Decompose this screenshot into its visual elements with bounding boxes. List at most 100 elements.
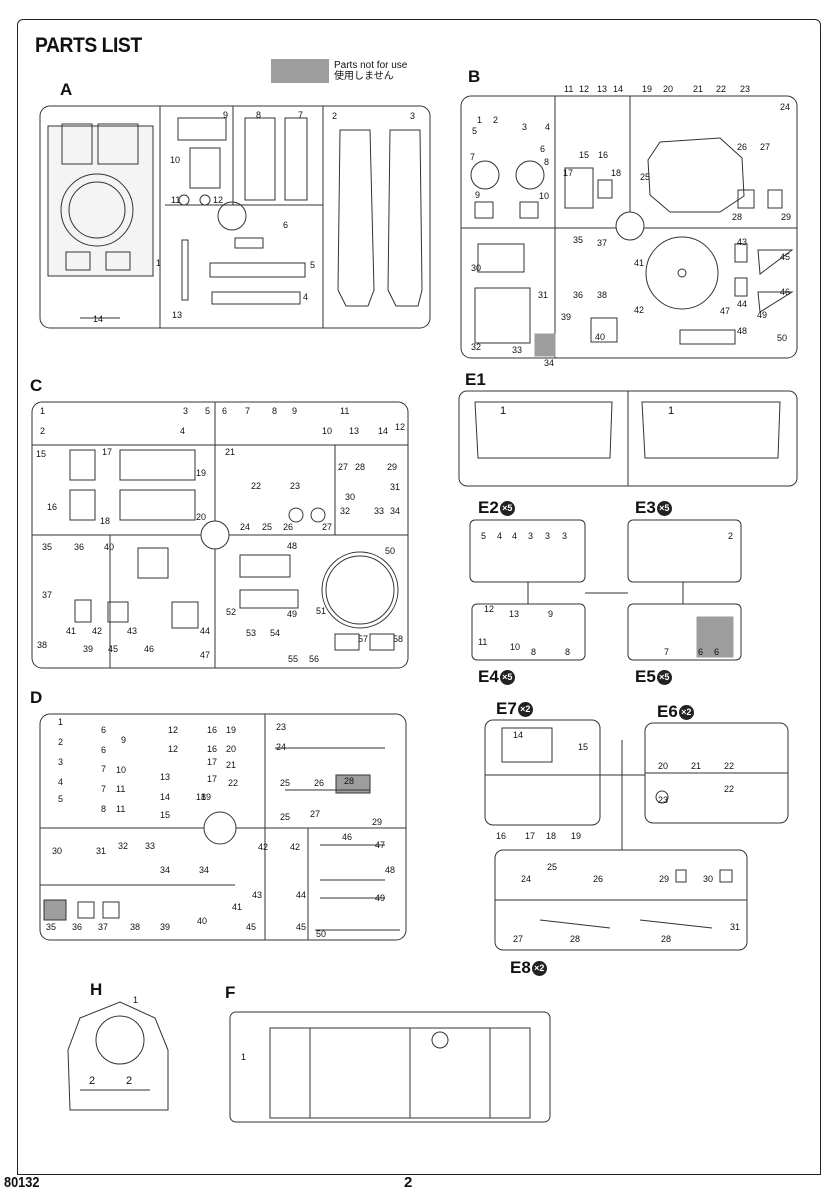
part-num: 1 <box>58 717 63 727</box>
sprue-label-b: B <box>468 67 481 86</box>
sprue-c-frame <box>31 401 409 669</box>
part-num: 45 <box>108 644 118 654</box>
part-num: 47 <box>200 650 210 660</box>
part-num: 46 <box>342 832 352 842</box>
part-num: 9 <box>292 406 297 416</box>
part-num: 32 <box>118 841 128 851</box>
part-num: 48 <box>737 326 747 336</box>
part-num: 14 <box>93 314 103 324</box>
part-num: 16 <box>207 744 217 754</box>
part-num: 23 <box>290 481 300 491</box>
part-num: 8 <box>101 804 106 814</box>
part-num: 27 <box>760 142 770 152</box>
part-num: 30 <box>52 846 62 856</box>
part-num: 25 <box>280 812 290 822</box>
part-num: 4 <box>497 531 502 541</box>
part-num: 40 <box>595 332 605 342</box>
part-num: 28 <box>661 934 671 944</box>
part-num: 39 <box>160 922 170 932</box>
part-num: 40 <box>197 916 207 926</box>
multiplier-badge: ×2 <box>531 961 547 977</box>
part-num: 32 <box>471 342 481 352</box>
part-num: 50 <box>777 333 787 343</box>
part-num: 19 <box>226 725 236 735</box>
part-num: 36 <box>74 542 84 552</box>
part-num: 23 <box>276 722 286 732</box>
part-num: 7 <box>101 784 106 794</box>
part-num: 55 <box>288 654 298 664</box>
part-num: 5 <box>205 406 210 416</box>
part-num: 29 <box>387 462 397 472</box>
part-num: 33 <box>512 345 522 355</box>
part-num: 8 <box>565 647 570 657</box>
part-num: 17 <box>525 831 535 841</box>
part-num: 10 <box>510 642 520 652</box>
part-num: 39 <box>561 312 571 322</box>
part-num: 51 <box>316 606 326 616</box>
part-num: 28 <box>570 934 580 944</box>
unused-legend-swatch <box>271 59 329 83</box>
part-num: 47 <box>720 306 730 316</box>
part-num: 8 <box>531 647 536 657</box>
part-num: 7 <box>101 764 106 774</box>
part-num: 18 <box>611 168 621 178</box>
part-num: 8 <box>256 110 261 120</box>
part-num: 12 <box>168 744 178 754</box>
part-num: 34 <box>160 865 170 875</box>
part-num: 25 <box>262 522 272 532</box>
part-num: 3 <box>528 531 533 541</box>
part-num: 22 <box>724 784 734 794</box>
part-num: 8 <box>544 157 549 167</box>
part-num: 38 <box>130 922 140 932</box>
part-num: 41 <box>634 258 644 268</box>
part-num: 38 <box>37 640 47 650</box>
part-num: 26 <box>593 874 603 884</box>
part-num: 23 <box>740 84 750 94</box>
part-num: 17 <box>207 774 217 784</box>
part-num: 27 <box>310 809 320 819</box>
part-num: 35 <box>46 922 56 932</box>
part-num: 46 <box>780 287 790 297</box>
part-num: 4 <box>180 426 185 436</box>
part-num: 49 <box>287 609 297 619</box>
part-num: 7 <box>298 110 303 120</box>
part-num: 42 <box>92 626 102 636</box>
part-num: 44 <box>200 626 210 636</box>
part-num: 3 <box>58 757 63 767</box>
sprue-e6-e8-frame <box>484 719 789 951</box>
page-number: 2 <box>404 1174 413 1191</box>
part-num: 13 <box>160 772 170 782</box>
part-num: 12 <box>484 604 494 614</box>
part-num: 7 <box>664 647 669 657</box>
part-num: 13 <box>509 609 519 619</box>
part-num: 31 <box>390 482 400 492</box>
part-num: 30 <box>345 492 355 502</box>
part-num: 31 <box>96 846 106 856</box>
part-num: 43 <box>252 890 262 900</box>
part-num: 6 <box>540 144 545 154</box>
part-num: 3 <box>183 406 188 416</box>
part-num: 11 <box>116 804 125 814</box>
part-num: 33 <box>374 506 384 516</box>
part-num: 21 <box>226 760 236 770</box>
part-num: 13 <box>349 426 359 436</box>
sprue-label-e5: E5×5 <box>635 667 672 687</box>
part-num: 24 <box>276 742 286 752</box>
part-num: 19 <box>571 831 581 841</box>
part-num: 10 <box>322 426 332 436</box>
part-num: 36 <box>72 922 82 932</box>
sprue-label-e7: E7×2 <box>496 699 533 719</box>
sprue-label-h: H <box>90 980 103 999</box>
part-num: 18 <box>546 831 556 841</box>
part-num: 39 <box>83 644 93 654</box>
part-num: 9 <box>121 735 126 745</box>
part-num: 27 <box>513 934 523 944</box>
part-num: 19 <box>201 792 211 802</box>
part-num: 7 <box>245 406 250 416</box>
part-num: 29 <box>659 874 669 884</box>
sprue-h-frame <box>67 1001 169 1111</box>
part-num: 38 <box>597 290 607 300</box>
sprue-label-c: C <box>30 376 43 395</box>
part-num: 27 <box>338 462 348 472</box>
part-num: 16 <box>47 502 57 512</box>
